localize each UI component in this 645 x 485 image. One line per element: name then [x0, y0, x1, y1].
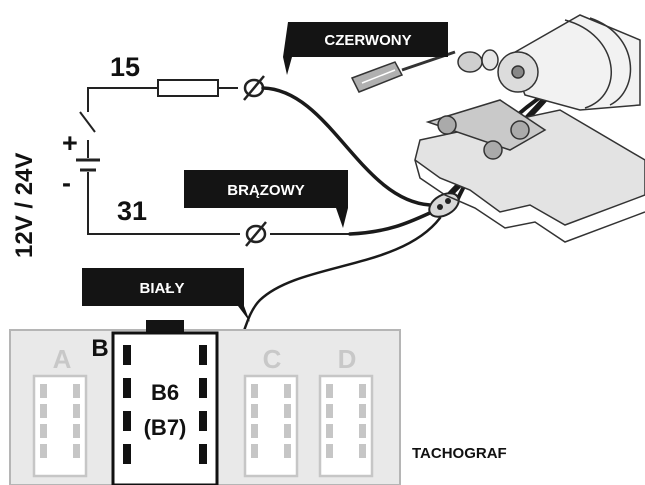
washer	[457, 51, 483, 73]
screwdriver-icon	[350, 50, 456, 93]
label-banner-brown: BRĄZOWY	[184, 170, 348, 228]
wire-15-left	[87, 87, 158, 112]
washer-2	[481, 49, 499, 71]
cable-brown	[348, 210, 434, 236]
terminal-15-label: 15	[110, 52, 140, 82]
slot-c: C	[243, 344, 299, 478]
wire-plug	[428, 192, 460, 218]
slot-b: B B6 (B7)	[91, 320, 219, 485]
screw-3	[510, 120, 530, 140]
slot-a: A	[32, 344, 88, 478]
circuit	[76, 87, 350, 235]
housing-curve-2	[589, 17, 632, 106]
slot-b-label: B	[91, 335, 108, 362]
voltage-label: 12V / 24V	[11, 153, 38, 258]
terminal-31-label: 31	[117, 196, 147, 226]
label-banner-white: BIAŁY	[82, 268, 250, 322]
slot-d-label: D	[338, 344, 357, 374]
screw-2	[483, 140, 503, 160]
mounting-bracket	[414, 109, 645, 226]
label-banner-red: CZERWONY	[283, 22, 448, 75]
fuse	[157, 79, 219, 97]
sensor-housing	[509, 14, 641, 111]
housing-curve	[564, 19, 612, 109]
pin-b6-label: B6	[151, 380, 179, 405]
slot-a-label: A	[53, 344, 72, 374]
bracket-edge	[414, 159, 645, 243]
battery-plus-label: +	[62, 128, 78, 158]
terminal-symbol-15	[243, 75, 265, 101]
speedometer-drive	[414, 14, 645, 243]
terminal-symbol-31	[245, 221, 267, 247]
label-white: BIAŁY	[140, 280, 185, 297]
switch-lever	[79, 111, 96, 133]
screw-1	[437, 115, 457, 135]
wire-31-left	[87, 172, 240, 235]
device-label: TACHOGRAF	[412, 445, 507, 462]
slot-d: D	[318, 344, 374, 478]
label-brown: BRĄZOWY	[227, 182, 305, 199]
cable-red	[261, 86, 432, 207]
label-red: CZERWONY	[324, 32, 411, 49]
slot-c-label: C	[263, 344, 282, 374]
battery-minus-label: -	[62, 168, 71, 198]
pin-b7-label: (B7)	[144, 415, 187, 440]
